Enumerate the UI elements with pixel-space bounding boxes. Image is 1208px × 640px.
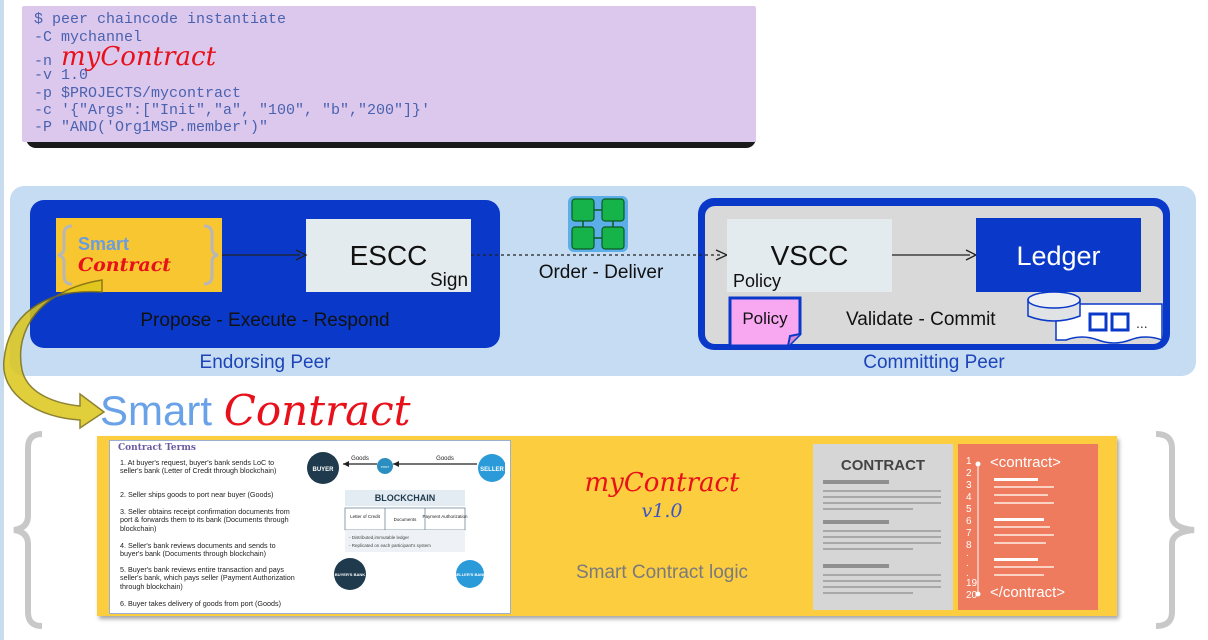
curved-arrow: [3, 279, 106, 430]
vscc-box: [727, 219, 892, 292]
code-line: $ peer chaincode instantiate: [34, 11, 287, 28]
ledger-box: [976, 218, 1141, 292]
code-line: -c '{"Args":["Init","a", "100", "b","200…: [34, 102, 431, 119]
contract-document-image: [813, 444, 953, 610]
contract-version: v1.0: [641, 500, 683, 522]
svg-text:SELLER: SELLER: [480, 467, 504, 473]
term-item: 1. At buyer's request, buyer's bank send…: [120, 458, 277, 476]
escc-box: [306, 219, 471, 292]
contract-logic-label: Smart Contract logic: [575, 562, 749, 583]
svg-text:- Replicated on each participa: - Replicated on each participant's syste…: [349, 543, 431, 548]
term-item: 2. Seller ships goods to port near buyer…: [120, 490, 274, 499]
line-number: 1: [966, 456, 972, 467]
sign-label: Sign: [430, 270, 469, 291]
smart-contract-box: [56, 218, 222, 292]
term-item: 5. Buyer's bank reviews entire transacti…: [120, 565, 295, 591]
left-edge-bar: [0, 0, 4, 640]
seller-node: [478, 454, 505, 482]
smart-label: Smart: [78, 234, 130, 254]
committing-peer-label: Committing Peer: [863, 352, 1005, 373]
smart-contract-heading: Smart Contract: [100, 386, 411, 435]
right-bracket: [1155, 431, 1195, 629]
line-number: 6: [966, 516, 972, 527]
svg-text:Documents: Documents: [394, 517, 418, 522]
svg-text:BUYER: BUYER: [312, 467, 334, 473]
vscc-policy-label: Policy: [733, 271, 782, 291]
buyer-bank-node: [334, 558, 366, 590]
svg-text:BUYER'S BANK: BUYER'S BANK: [335, 572, 365, 577]
term-item: 6. Buyer takes delivery of goods from po…: [120, 599, 282, 608]
orderer-icon: [568, 196, 628, 252]
svg-text:- Distributed,immutable ledger: - Distributed,immutable ledger: [349, 535, 410, 540]
contract-close-tag: </contract>: [990, 584, 1066, 601]
port-node: [377, 458, 393, 474]
buyer-node: [307, 452, 339, 484]
contract-open-tag: <contract>: [990, 454, 1061, 471]
svg-text:SELLER'S BANK: SELLER'S BANK: [454, 572, 486, 577]
line-number: 5: [966, 504, 972, 515]
code-line: -p $PROJECTS/mycontract: [34, 85, 242, 102]
code-line: -P "AND('Org1MSP.member')": [34, 119, 269, 136]
policy-document-icon: [728, 296, 802, 348]
line-number: .: [966, 568, 969, 579]
smart-contract-braces: [57, 224, 219, 286]
trade-flow-diagram: BUYER PORT SELLER Goods Goods BLOCKCHAIN…: [307, 452, 505, 590]
heading-contract: Contract: [223, 386, 411, 435]
line-number: .: [966, 558, 969, 569]
endorse-flow-label: Propose - Execute - Respond: [140, 310, 390, 331]
left-bracket: [13, 431, 43, 629]
svg-text:BLOCKCHAIN: BLOCKCHAIN: [375, 493, 436, 503]
code-line: -C mychannel: [34, 29, 143, 46]
seller-bank-node: [456, 560, 484, 588]
contract-code-image: <contract> </contract> 1 2 3 4 5 6 7 8 .…: [958, 444, 1098, 610]
line-number: 20: [966, 590, 978, 601]
escc-title: ESCC: [349, 240, 428, 271]
endorsing-peer-label: Endorsing Peer: [199, 352, 331, 373]
line-number: 8: [966, 540, 972, 551]
document-lines: [823, 480, 941, 594]
command-code-block: $ peer chaincode instantiate -C mychanne…: [22, 6, 756, 142]
chain-dots: ...: [1136, 315, 1148, 331]
code-lines: [975, 461, 1054, 597]
contract-document-title: CONTRACT: [840, 457, 926, 474]
contract-terms-title: Contract Terms: [118, 443, 196, 453]
line-number: 2: [966, 468, 972, 479]
svg-text:Letter of Credit: Letter of Credit: [350, 514, 381, 519]
order-deliver-label: Order - Deliver: [538, 262, 664, 283]
line-number: 3: [966, 480, 972, 491]
validate-commit-label: Validate - Commit: [846, 309, 996, 330]
contract-label: Contract: [78, 254, 172, 276]
policy-doc-label: Policy: [742, 309, 788, 328]
contract-name-highlight: myContract: [61, 42, 217, 72]
code-line: -v 1.0: [34, 67, 89, 84]
term-item: 4. Seller's bank reviews documents and s…: [120, 541, 276, 559]
svg-text:PORT: PORT: [381, 465, 389, 469]
term-item: 3. Seller obtains receipt confirmation d…: [120, 507, 290, 533]
svg-text:Goods: Goods: [351, 456, 369, 462]
svg-text:Payment Authorization: Payment Authorization: [422, 514, 468, 519]
orderer-grid-icon: [571, 198, 625, 250]
contract-name: myContract: [584, 468, 740, 498]
line-number: .: [966, 548, 969, 559]
line-number: 4: [966, 492, 972, 503]
heading-smart: Smart: [100, 387, 213, 434]
vscc-title: VSCC: [770, 240, 849, 271]
code-line: -n myContract: [34, 42, 217, 72]
line-number: 19: [966, 578, 978, 589]
line-number: 7: [966, 528, 972, 539]
svg-text:Goods: Goods: [436, 456, 454, 462]
ledger-title: Ledger: [1016, 241, 1101, 271]
ledger-chain-icon: ...: [1027, 291, 1163, 344]
